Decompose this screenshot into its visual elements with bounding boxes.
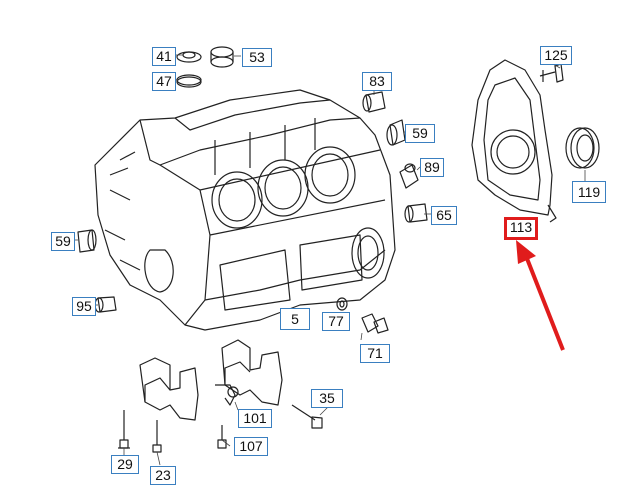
callout-95[interactable]: 95 bbox=[72, 297, 96, 316]
callout-125[interactable]: 125 bbox=[540, 46, 572, 65]
highlight-arrow bbox=[516, 240, 565, 351]
jet-101 bbox=[215, 384, 239, 406]
sensor-71 bbox=[361, 313, 389, 334]
callout-59-right[interactable]: 59 bbox=[405, 124, 435, 143]
callout-89[interactable]: 89 bbox=[420, 158, 444, 177]
callout-35[interactable]: 35 bbox=[311, 389, 343, 408]
callout-113-highlighted[interactable]: 113 bbox=[504, 217, 538, 240]
bolt-35 bbox=[291, 404, 323, 429]
callout-29[interactable]: 29 bbox=[111, 455, 139, 474]
timing-cover bbox=[471, 59, 557, 223]
plug-83 bbox=[362, 91, 386, 113]
plug-95 bbox=[94, 296, 117, 313]
callout-71[interactable]: 71 bbox=[360, 344, 390, 363]
callout-47[interactable]: 47 bbox=[152, 72, 176, 91]
bolt-23 bbox=[152, 420, 162, 453]
callout-107[interactable]: 107 bbox=[234, 437, 268, 456]
callout-83[interactable]: 83 bbox=[362, 72, 392, 91]
callout-23[interactable]: 23 bbox=[150, 466, 176, 485]
ring-47 bbox=[176, 74, 202, 88]
leader-lines bbox=[73, 54, 586, 466]
bearing-cap-right bbox=[221, 339, 283, 406]
plug-89 bbox=[399, 163, 419, 189]
callout-119[interactable]: 119 bbox=[572, 181, 606, 203]
callout-53[interactable]: 53 bbox=[242, 48, 272, 67]
cylinder-bores bbox=[211, 146, 385, 279]
seal-119 bbox=[565, 127, 600, 169]
washer-77 bbox=[336, 297, 348, 311]
plug-59-left bbox=[77, 229, 97, 253]
plug-59-right bbox=[386, 119, 406, 146]
bearing-cap-left bbox=[139, 357, 199, 421]
bolt-29 bbox=[118, 410, 130, 449]
callout-59-left[interactable]: 59 bbox=[51, 232, 75, 251]
bolt-125 bbox=[539, 63, 564, 83]
engine-block bbox=[94, 89, 396, 331]
plug-65 bbox=[404, 203, 428, 223]
seal-41 bbox=[176, 51, 202, 63]
callout-5[interactable]: 5 bbox=[280, 308, 310, 330]
bolt-107 bbox=[217, 425, 227, 449]
callout-101[interactable]: 101 bbox=[238, 409, 272, 428]
callout-41[interactable]: 41 bbox=[152, 47, 176, 66]
callout-77[interactable]: 77 bbox=[322, 312, 350, 331]
sleeve-53 bbox=[210, 46, 234, 68]
callout-65[interactable]: 65 bbox=[431, 206, 457, 225]
